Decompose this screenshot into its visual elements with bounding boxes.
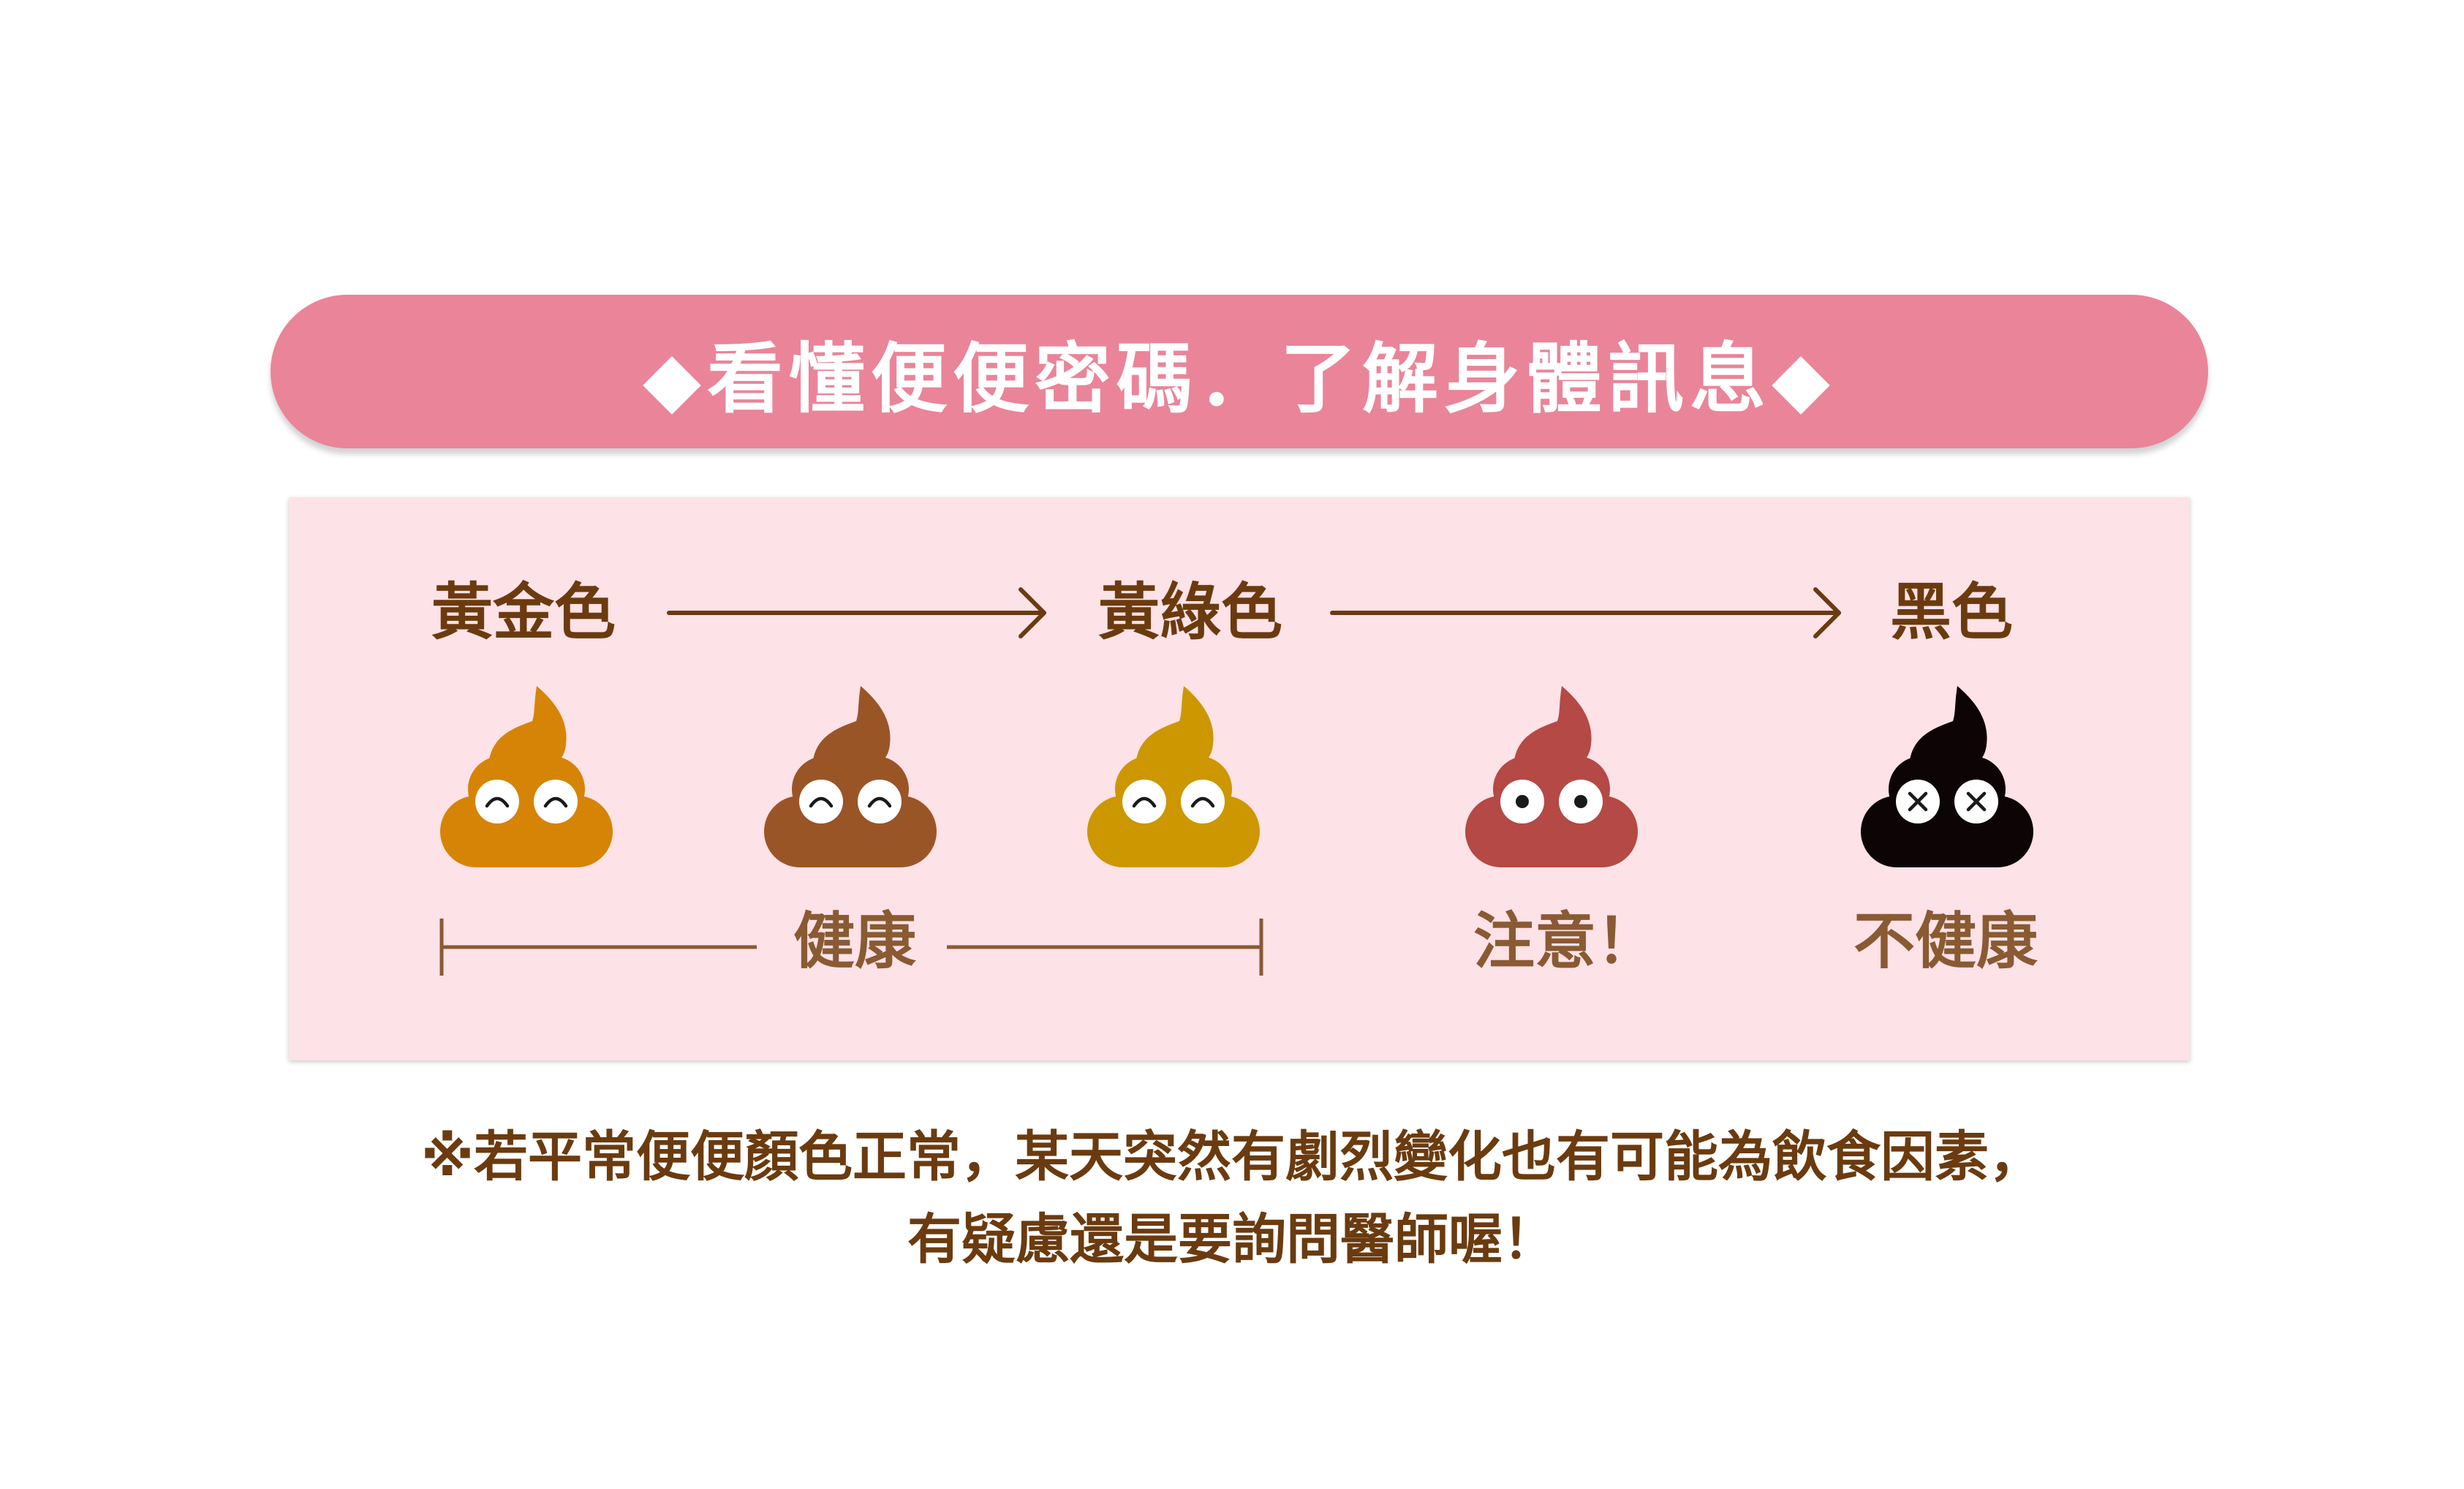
reddish-poop-icon bbox=[1465, 686, 1638, 867]
label-yellow-green: 黃綠色 bbox=[1098, 576, 1283, 648]
brown-poop-icon bbox=[764, 686, 937, 867]
color-chart-panel bbox=[289, 497, 2190, 1060]
label-healthy: 健康 bbox=[793, 905, 917, 977]
golden-poop-icon bbox=[440, 686, 613, 867]
arrow-golden-to-yellow-green bbox=[667, 587, 1046, 638]
note-line-2: 有疑慮還是要詢問醫師喔！ bbox=[907, 1208, 1557, 1271]
title-banner: ◆看懂便便密碼．了解身體訊息◆ bbox=[271, 295, 2208, 448]
yellow-green-poop-icon bbox=[1087, 686, 1260, 867]
healthy-range-bracket bbox=[439, 919, 1263, 976]
label-caution: 注意！ bbox=[1473, 905, 1658, 977]
label-black: 黑色 bbox=[1890, 576, 2014, 648]
label-unhealthy: 不健康 bbox=[1853, 905, 2038, 977]
black-poop-icon bbox=[1861, 686, 2033, 867]
arrow-yellow-green-to-black bbox=[1330, 587, 1841, 638]
note-line-1: ※若平常便便顏色正常，某天突然有劇烈變化也有可能為飲食因素， bbox=[421, 1126, 2043, 1188]
banner-title: ◆看懂便便密碼．了解身體訊息◆ bbox=[643, 333, 1836, 423]
label-golden: 黃金色 bbox=[431, 576, 616, 648]
